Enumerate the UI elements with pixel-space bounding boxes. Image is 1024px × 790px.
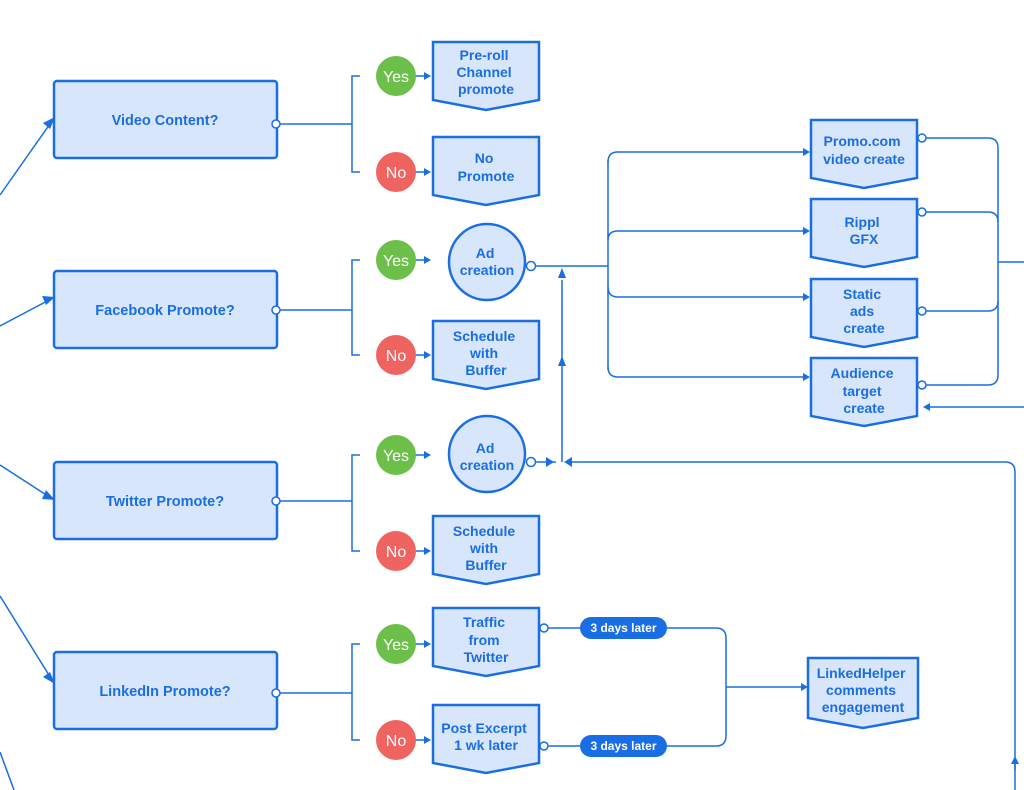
svg-text:Rippl GFX: Rippl GFX xyxy=(845,214,884,247)
no-badge: No xyxy=(376,152,416,192)
yes-badge: Yes xyxy=(376,56,416,96)
step-rippl-gfx[interactable]: Rippl GFX xyxy=(809,197,919,269)
svg-text:No Promote: No Promote xyxy=(458,150,515,184)
step-post-excerpt[interactable]: Post Excerpt 1 wk later xyxy=(431,703,541,775)
yes-badge: Yes xyxy=(376,624,416,664)
svg-text:Schedule with Buff: Schedule with Buffer xyxy=(453,523,519,573)
no-badge-label: No xyxy=(386,165,407,182)
svg-text:Traffic from Twitt: Traffic from Twitter xyxy=(463,614,509,665)
decision-facebook-label: Facebook Promote? xyxy=(95,303,235,319)
yes-badge-label: Yes xyxy=(383,69,409,86)
step-audience-target-create[interactable]: Audience target create xyxy=(809,356,919,428)
step-linkedhelper-engagement[interactable]: LinkedHelper comments engagement xyxy=(806,656,920,730)
svg-text:Post Excerpt 1 wk later: Post Excerpt 1 wk later xyxy=(441,720,530,753)
step-traffic-from-twitter[interactable]: Traffic from Twitter xyxy=(431,606,541,678)
svg-text:Schedule with Buff: Schedule with Buffer xyxy=(453,328,519,378)
svg-text:Static ads create: Static ads create xyxy=(843,286,885,336)
decision-facebook-promote[interactable]: Facebook Promote? xyxy=(52,269,279,350)
svg-text:Pre-roll Channel p: Pre-roll Channel promote xyxy=(456,47,515,97)
delay-bottom-label: 3 days later xyxy=(590,739,656,753)
step-static-ads-create[interactable]: Static ads create xyxy=(809,277,919,349)
no-badge: No xyxy=(376,720,416,760)
delay-top-label: 3 days later xyxy=(590,621,656,635)
svg-text:Promo.com video create: Promo.com video create xyxy=(823,133,905,167)
step-no-promote[interactable]: No Promote xyxy=(431,135,541,207)
step-fb-ad-creation[interactable]: Ad creation xyxy=(447,222,527,302)
delay-pill-bottom: 3 days later xyxy=(580,735,667,757)
yes-badge-label: Yes xyxy=(383,253,409,270)
decision-twitter-label: Twitter Promote? xyxy=(106,494,224,510)
svg-text:Ad creation: Ad creation xyxy=(460,440,514,473)
yes-badge-label: Yes xyxy=(383,637,409,654)
yes-badge: Yes xyxy=(376,435,416,475)
decision-linkedin-label: LinkedIn Promote? xyxy=(99,684,230,700)
no-badge: No xyxy=(376,531,416,571)
step-preroll-channel-promote[interactable]: Pre-roll Channel promote xyxy=(431,40,541,112)
decision-video-content[interactable]: Video Content? xyxy=(52,79,279,160)
step-fb-schedule-buffer[interactable]: Schedule with Buffer xyxy=(431,319,541,391)
step-promo-video-create[interactable]: Promo.com video create xyxy=(809,118,919,190)
no-badge-label: No xyxy=(386,348,407,365)
step-tw-schedule-buffer[interactable]: Schedule with Buffer xyxy=(431,514,541,586)
yes-badge: Yes xyxy=(376,240,416,280)
decision-video-label: Video Content? xyxy=(112,113,219,129)
incoming-edges xyxy=(0,117,55,790)
no-badge-label: No xyxy=(386,544,407,561)
step-tw-ad-creation[interactable]: Ad creation xyxy=(447,414,527,494)
yes-badge-label: Yes xyxy=(383,448,409,465)
svg-text:LinkedHelper comments: LinkedHelper comments engagement xyxy=(817,665,910,715)
svg-text:Audience target cr: Audience target create xyxy=(831,365,898,416)
delay-pill-top: 3 days later xyxy=(580,617,667,639)
svg-text:Ad creation: Ad creation xyxy=(460,245,514,278)
output-ports xyxy=(271,119,927,751)
decision-linkedin-promote[interactable]: LinkedIn Promote? xyxy=(52,650,279,731)
decision-twitter-promote[interactable]: Twitter Promote? xyxy=(52,460,279,541)
no-badge-label: No xyxy=(386,733,407,750)
no-badge: No xyxy=(376,335,416,375)
